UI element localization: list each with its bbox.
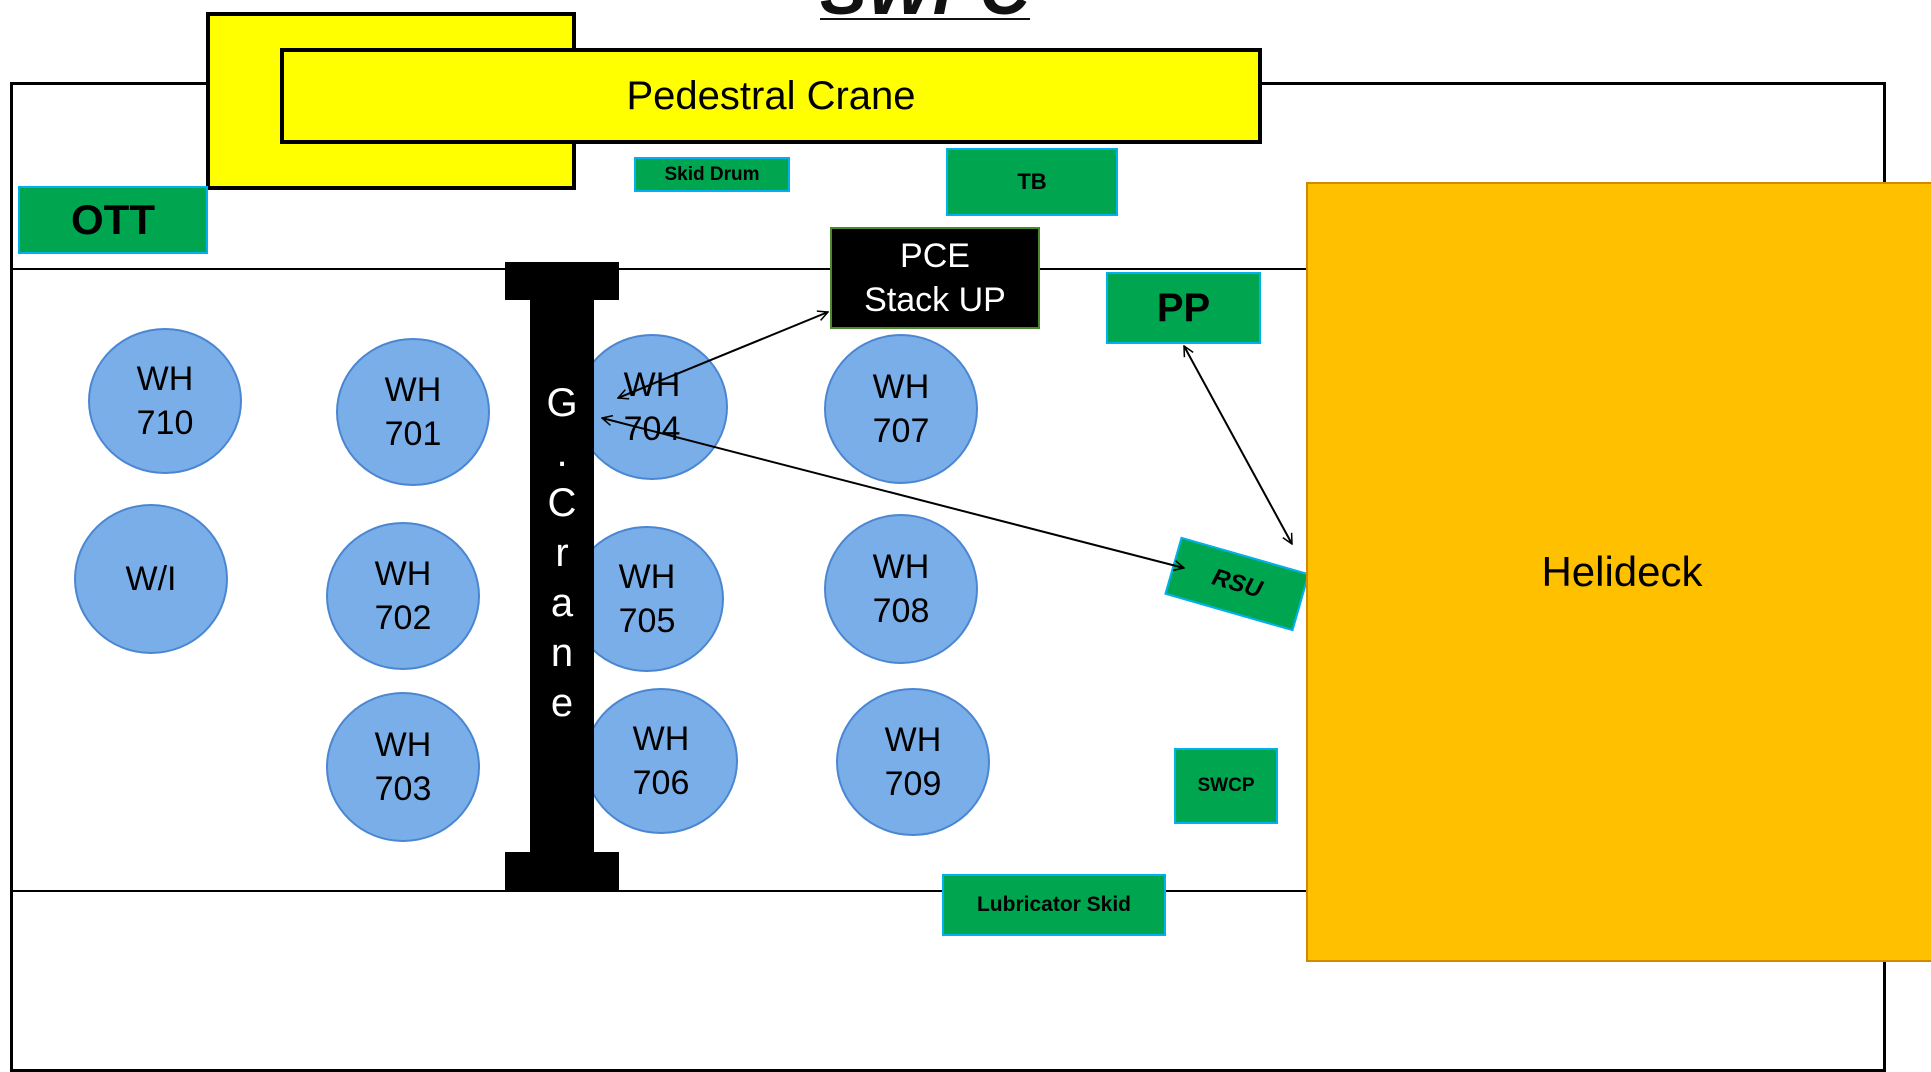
well-label-line1: WH (884, 720, 942, 759)
well-label-line2: 703 (374, 770, 432, 808)
well-label-line1: WH (623, 365, 681, 404)
wellhead-wh702[interactable]: WH 702 (326, 522, 480, 670)
well-label-line1: WH (872, 547, 930, 586)
pce-stack-up-box[interactable]: PCE Stack UP (830, 227, 1040, 329)
pp-box[interactable]: PP (1106, 272, 1261, 344)
lubricator-skid-box[interactable]: Lubricator Skid (942, 874, 1166, 936)
gantry-crane-letter: r (555, 531, 569, 575)
well-label-line1: WH (374, 554, 432, 593)
lubricator-skid-label: Lubricator Skid (976, 893, 1132, 916)
swcp-label: SWCP (1197, 775, 1255, 796)
wellhead-wh704[interactable]: WH 704 (576, 334, 728, 480)
well-label-line2: 705 (618, 602, 676, 640)
tb-box[interactable]: TB (946, 148, 1118, 216)
gantry-crane-letter: a (550, 581, 574, 625)
well-label-line2: 704 (623, 410, 681, 448)
wellhead-wh709[interactable]: WH 709 (836, 688, 990, 836)
wellhead-wh710[interactable]: WH 710 (88, 328, 242, 474)
pce-stack-label-line1: PCE (900, 236, 970, 275)
tb-label: TB (1017, 169, 1047, 194)
pp-label: PP (1156, 285, 1211, 330)
well-label-line1: WH (384, 370, 442, 409)
gantry-crane-label: G . C r a n e (530, 378, 594, 728)
gantry-crane-letter: . (556, 431, 568, 475)
pedestral-crane-boom[interactable]: Pedestral Crane (280, 48, 1262, 144)
pce-stack-label-line2: Stack UP (864, 281, 1006, 319)
gantry-crane[interactable]: G . C r a n e (530, 262, 594, 892)
gantry-crane-letter: e (550, 681, 574, 725)
wellhead-wh703[interactable]: WH 703 (326, 692, 480, 842)
wellhead-wh706[interactable]: WH 706 (584, 688, 738, 834)
pedestral-crane-label: Pedestral Crane (626, 73, 916, 118)
well-label-line2: 708 (872, 592, 930, 630)
ott-box[interactable]: OTT (18, 186, 208, 254)
well-label-line2: 702 (374, 599, 432, 637)
ott-label: OTT (71, 196, 155, 243)
well-label-line2: 706 (632, 764, 690, 802)
well-label-line1: WH (136, 359, 194, 398)
gantry-crane-letter: C (547, 481, 577, 525)
deck-divider-lower (10, 890, 1320, 892)
gantry-crane-letter: G (546, 381, 578, 425)
well-label-line1: WH (872, 367, 930, 406)
well-label-line2: 710 (136, 404, 194, 442)
well-label-line2: 707 (872, 412, 930, 450)
helideck-label: Helideck (1541, 548, 1703, 595)
well-label-line1: WH (374, 725, 432, 764)
well-label-line1: WH (632, 719, 690, 758)
swcp-box[interactable]: SWCP (1174, 748, 1278, 824)
wellhead-wh708[interactable]: WH 708 (824, 514, 978, 664)
well-label-line1: WH (618, 557, 676, 596)
wellhead-wh707[interactable]: WH 707 (824, 334, 978, 484)
wellhead-wh701[interactable]: WH 701 (336, 338, 490, 486)
deck-divider-upper (10, 268, 1320, 270)
skid-drum-label: Skid Drum (664, 163, 760, 185)
wellhead-wi[interactable]: W/I (74, 504, 228, 654)
gantry-crane-letter: n (550, 631, 574, 675)
rsu-label: RSU (1209, 563, 1266, 604)
skid-drum-box[interactable]: Skid Drum (634, 157, 790, 192)
helideck-area[interactable]: Helideck (1306, 182, 1931, 962)
well-label-line2: 701 (384, 415, 442, 453)
page-title: SWPC (760, 0, 1090, 20)
well-label-line1: W/I (125, 559, 177, 598)
well-label-line2: 709 (884, 765, 942, 803)
